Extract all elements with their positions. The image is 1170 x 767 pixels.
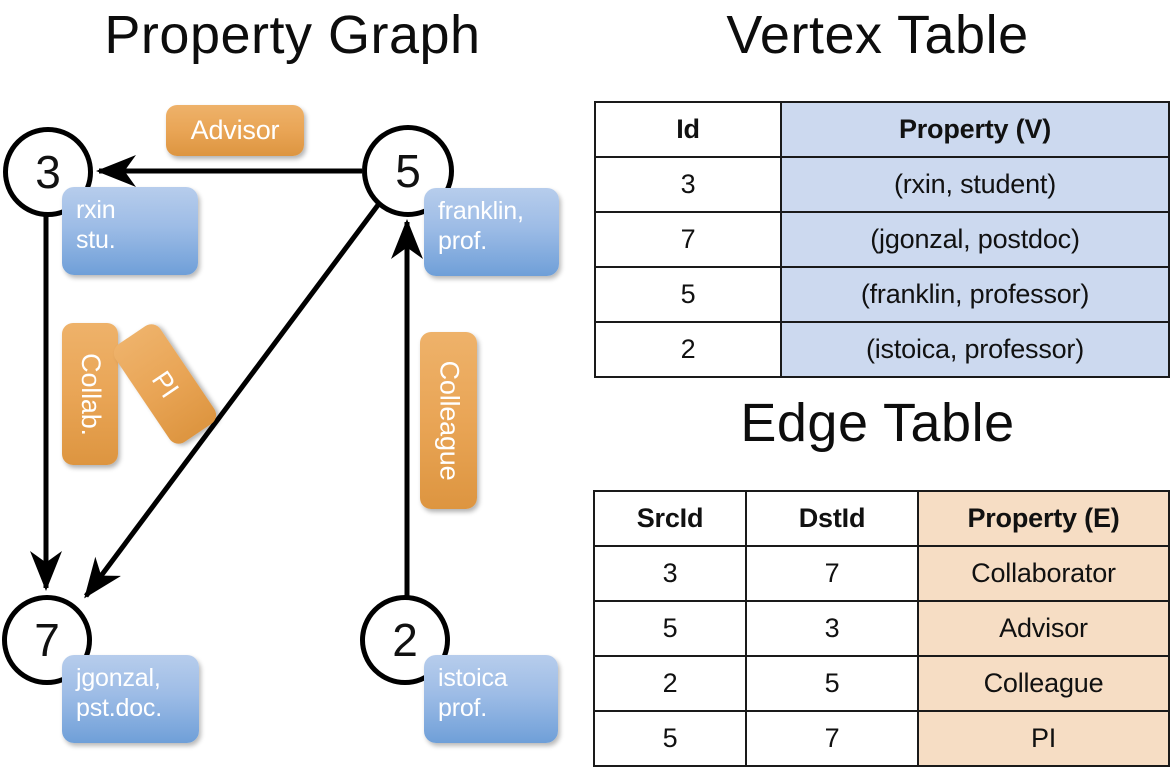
vertex-row-2-id: 5 xyxy=(594,266,782,323)
vertex-row-0-id: 3 xyxy=(594,156,782,213)
node-3-property-line2: stu. xyxy=(76,225,116,254)
edge-row-0-src: 3 xyxy=(593,545,747,602)
edge-row-1-property: Advisor xyxy=(917,600,1170,657)
edge-row-3-property: PI xyxy=(917,710,1170,767)
table-row: 5 (franklin, professor) xyxy=(594,266,1170,323)
node-5[interactable]: 5 xyxy=(362,125,454,217)
node-2-property-line2: prof. xyxy=(438,693,488,722)
node-7-property-box: jgonzal, pst.doc. xyxy=(62,655,199,743)
table-row: 5 7 PI xyxy=(593,710,1170,767)
page-title-vertex-table: Vertex Table xyxy=(726,5,1029,65)
vertex-row-2-property: (franklin, professor) xyxy=(780,266,1170,323)
table-row: 2 (istoica, professor) xyxy=(594,321,1170,378)
edge-label-advisor-text: Advisor xyxy=(190,115,280,145)
edge-table-header-dstid: DstId xyxy=(745,490,919,547)
node-5-property-line1: franklin, xyxy=(438,197,524,225)
page-title-property-graph: Property Graph xyxy=(104,5,481,65)
edge-row-0-property: Collaborator xyxy=(917,545,1170,602)
vertex-row-3-id: 2 xyxy=(594,321,782,378)
edge-table: SrcId DstId Property (E) 3 7 Collaborato… xyxy=(593,490,1170,767)
node-2[interactable]: 2 xyxy=(360,595,450,685)
vertex-row-1-id: 7 xyxy=(594,211,782,268)
vertex-row-1-property: (jgonzal, postdoc) xyxy=(780,211,1170,268)
edge-row-2-property: Colleague xyxy=(917,655,1170,712)
table-row: 2 5 Colleague xyxy=(593,655,1170,712)
node-2-label: 2 xyxy=(392,614,418,666)
table-row: 7 (jgonzal, postdoc) xyxy=(594,211,1170,268)
property-graph-panel: Property Graph 3 5 7 2 rxin stu. frankli… xyxy=(0,0,585,760)
graph-edges-svg xyxy=(30,155,423,599)
node-2-property-line1: istoica xyxy=(438,664,508,692)
node-3-property-line1: rxin xyxy=(76,196,116,224)
edge-row-2-src: 2 xyxy=(593,655,747,712)
page-title-edge-table: Edge Table xyxy=(740,393,1015,453)
edge-table-header-property: Property (E) xyxy=(917,490,1170,547)
edge-table-header-srcid: SrcId xyxy=(593,490,747,547)
edge-label-collab-text: Collab. xyxy=(75,352,106,436)
node-5-property-line2: prof. xyxy=(438,226,488,255)
node-3-property-box: rxin stu. xyxy=(62,187,198,275)
vertex-table-header-id: Id xyxy=(594,101,782,158)
node-5-label: 5 xyxy=(395,145,421,197)
vertex-row-0-property: (rxin, student) xyxy=(780,156,1170,213)
edge-row-1-dst: 3 xyxy=(745,600,919,657)
edge-row-2-dst: 5 xyxy=(745,655,919,712)
edge-label-colleague: Colleague xyxy=(420,332,477,509)
edge-row-3-dst: 7 xyxy=(745,710,919,767)
vertex-table-header-row: Id Property (V) xyxy=(594,101,1170,158)
node-7-property-line2: pst.doc. xyxy=(76,693,162,722)
edge-label-colleague-text: Colleague xyxy=(434,360,465,481)
edge-label-collab: Collab. xyxy=(62,323,118,465)
edge-label-advisor: Advisor xyxy=(166,105,304,156)
vertex-table-header-property: Property (V) xyxy=(780,101,1170,158)
table-row: 3 7 Collaborator xyxy=(593,545,1170,602)
node-3-label: 3 xyxy=(35,146,61,198)
node-7-property-line1: jgonzal, xyxy=(76,664,161,692)
node-2-property-box: istoica prof. xyxy=(424,655,558,743)
table-row: 3 (rxin, student) xyxy=(594,156,1170,213)
edge-row-0-dst: 7 xyxy=(745,545,919,602)
edge-table-header-row: SrcId DstId Property (E) xyxy=(593,490,1170,547)
edge-5-to-7-pi xyxy=(83,203,381,599)
edge-row-3-src: 5 xyxy=(593,710,747,767)
node-7-label: 7 xyxy=(34,614,60,666)
edge-row-1-src: 5 xyxy=(593,600,747,657)
edge-label-pi-text: PI xyxy=(145,364,185,403)
vertex-row-3-property: (istoica, professor) xyxy=(780,321,1170,378)
node-5-property-box: franklin, prof. xyxy=(424,188,559,276)
table-row: 5 3 Advisor xyxy=(593,600,1170,657)
vertex-table: Id Property (V) 3 (rxin, student) 7 (jgo… xyxy=(594,101,1170,378)
